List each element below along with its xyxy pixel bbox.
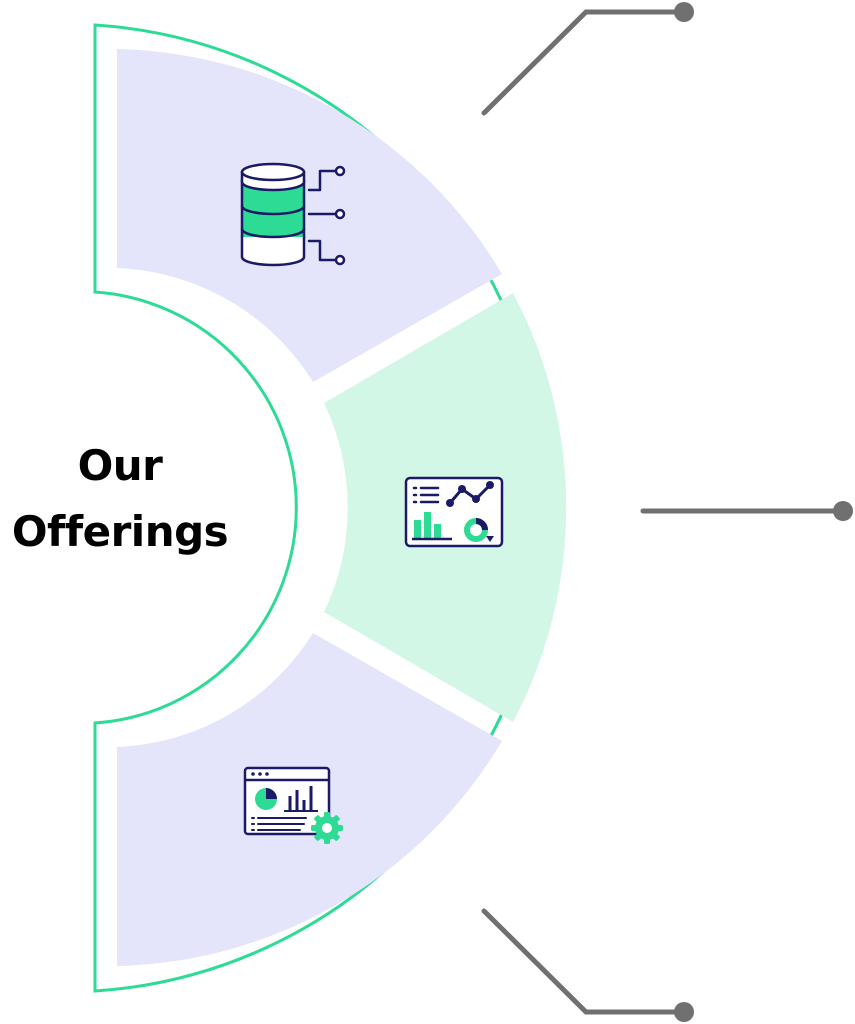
diagram-title-line-2: Offerings (12, 507, 228, 556)
connector-middle (640, 501, 853, 521)
diagram-title-line-1: Our (78, 441, 164, 490)
connector-bottom (481, 908, 694, 1022)
report-settings-icon (243, 766, 343, 844)
analytics-dashboard-icon (404, 476, 504, 548)
top-segment[interactable] (117, 49, 502, 382)
database-network-icon (240, 162, 346, 267)
connector-top (481, 2, 694, 116)
